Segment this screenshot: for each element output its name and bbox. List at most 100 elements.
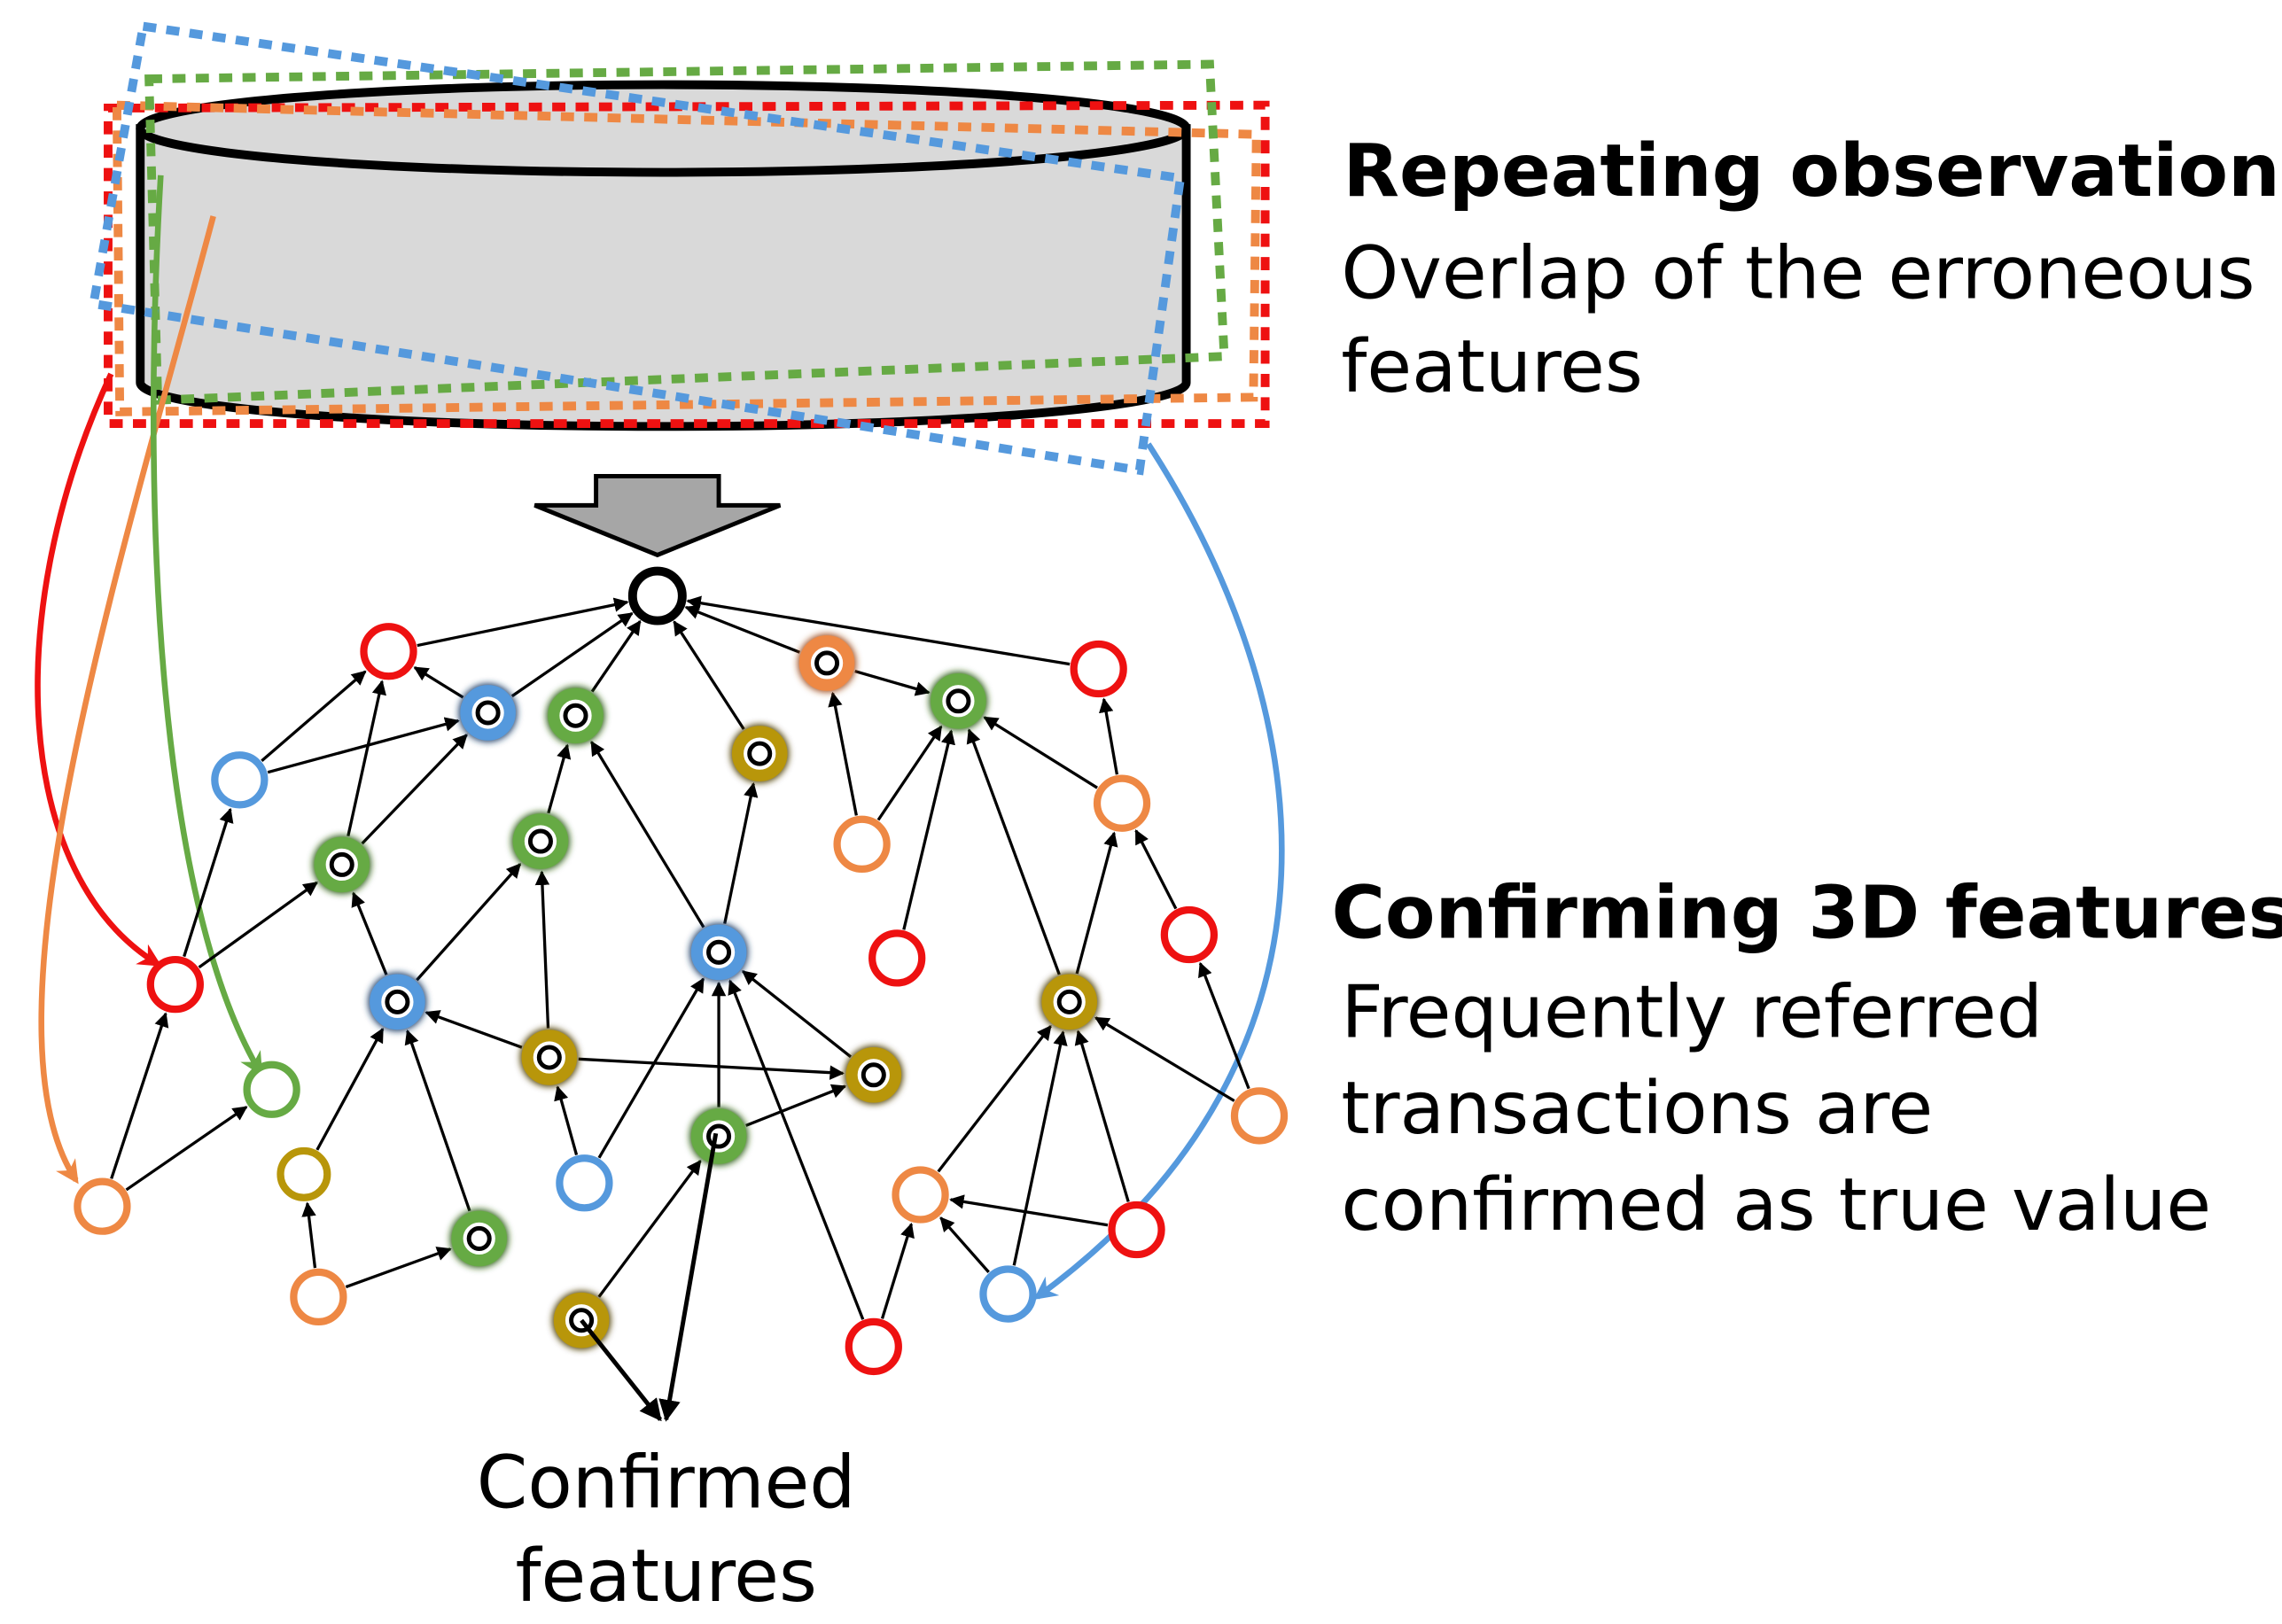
edge-n_orange_top-to-top bbox=[684, 605, 801, 654]
node-core bbox=[747, 741, 773, 766]
edge-n_red_r2-to-n_orange_r bbox=[1134, 829, 1178, 910]
edge-n_blue_mid-to-n_green1 bbox=[590, 740, 705, 929]
node-n_olive_bottom bbox=[552, 1291, 611, 1350]
node-ring bbox=[360, 623, 417, 680]
node-core bbox=[475, 700, 501, 726]
edge-n_orange_bl-to-n_green6 bbox=[345, 1247, 452, 1289]
node-core bbox=[527, 828, 553, 854]
edge-n_blue_br-to-n_orange_r2 bbox=[939, 1216, 990, 1273]
edge-n_blue_left-to-n_red1 bbox=[261, 670, 367, 763]
node-n_olive2 bbox=[519, 1028, 579, 1087]
edge-n_orange_r-to-n_green2 bbox=[983, 716, 1098, 789]
node-n_green_left bbox=[243, 1061, 300, 1118]
edge-n_blue1-to-top bbox=[510, 611, 634, 698]
node-core bbox=[536, 1045, 562, 1070]
node-n_blue_left2 bbox=[368, 972, 427, 1031]
edge-n_olive_r-to-n_orange_r bbox=[1075, 831, 1118, 975]
node-n_orange_r2 bbox=[892, 1166, 949, 1224]
node-ring bbox=[243, 1061, 300, 1118]
node-n_olive_small bbox=[276, 1146, 331, 1201]
edge-n_olive1-to-top bbox=[673, 620, 745, 730]
edge-n_orange_far_r-to-n_olive_r bbox=[1094, 1016, 1235, 1102]
node-ring bbox=[74, 1177, 131, 1235]
node-ring bbox=[1070, 640, 1127, 698]
node-n_orange_r bbox=[1093, 774, 1151, 832]
repeating-line-1: Overlap of the erroneous bbox=[1341, 230, 2255, 315]
edge-n_blue_small-to-n_olive2 bbox=[554, 1085, 579, 1155]
edge-n_olive_small-to-n_blue_left2 bbox=[315, 1027, 385, 1151]
node-n_red_r2 bbox=[1160, 905, 1219, 964]
cylinder bbox=[136, 80, 1191, 431]
edge-n_red_right-to-top bbox=[686, 595, 1071, 666]
edge-n_orange_mid-to-n_green2 bbox=[876, 725, 943, 821]
node-n_red1 bbox=[360, 623, 417, 680]
edge-n_green3-to-n_red1 bbox=[347, 680, 386, 837]
graph-nodes bbox=[74, 566, 1289, 1376]
edge-n_olive3-to-n_blue_mid bbox=[741, 970, 852, 1059]
confirming-line-1: Frequently referred bbox=[1341, 969, 2043, 1054]
node-ring bbox=[892, 1166, 949, 1224]
edge-n_blue_left2-to-n_green3 bbox=[351, 891, 388, 975]
node-n_blue_left bbox=[211, 751, 269, 809]
node-core bbox=[814, 650, 840, 676]
node-ring bbox=[979, 1265, 1037, 1323]
node-core bbox=[861, 1062, 886, 1088]
node-n_blue_br bbox=[979, 1265, 1037, 1323]
node-n_red_mid bbox=[868, 929, 926, 987]
node-n_blue1 bbox=[458, 683, 518, 742]
confirming-line-3: confirmed as true value bbox=[1341, 1162, 2211, 1247]
edge-n_orange_left-to-n_green_left bbox=[125, 1106, 248, 1192]
node-ring bbox=[146, 955, 204, 1014]
node-ring bbox=[556, 1154, 613, 1212]
edge-n_green3-to-n_blue1 bbox=[361, 734, 468, 845]
node-ring bbox=[1230, 1087, 1289, 1145]
node-ring bbox=[1108, 1201, 1165, 1259]
edge-n_orange_bl-to-n_olive_small bbox=[301, 1201, 317, 1269]
orange-link-arrow bbox=[38, 215, 216, 1185]
edge-n_orange_far_r-to-n_red_r2 bbox=[1198, 961, 1250, 1090]
node-n_blue_small bbox=[556, 1154, 613, 1212]
node-n_red_left bbox=[146, 955, 204, 1014]
edge-n_blue_small-to-n_blue_mid bbox=[597, 977, 705, 1159]
node-core bbox=[946, 688, 971, 714]
confirmed-arrows bbox=[580, 1132, 719, 1422]
blue-link-arrow bbox=[1033, 442, 1285, 1300]
cylinder-top bbox=[136, 80, 1191, 177]
node-n_green3 bbox=[312, 835, 371, 894]
edge-n_red1-to-top bbox=[417, 597, 629, 648]
node-ring bbox=[1160, 905, 1219, 964]
node-ring bbox=[1093, 774, 1151, 832]
node-ring bbox=[833, 815, 891, 873]
edge-n_olive_bottom-to-n_green5 bbox=[597, 1159, 702, 1298]
node-n_green6 bbox=[449, 1208, 509, 1268]
node-n_olive_r bbox=[1040, 972, 1099, 1031]
observation-links bbox=[35, 175, 1285, 1300]
edge-n_green1-to-top bbox=[590, 619, 642, 693]
node-top bbox=[627, 566, 687, 626]
node-n_olive1 bbox=[730, 724, 790, 783]
edge-n_olive2-to-n_blue_left2 bbox=[424, 1010, 523, 1049]
edge-n_orange_top-to-n_green2 bbox=[854, 669, 931, 696]
node-ring bbox=[290, 1268, 347, 1326]
edge-n_olive2-to-n_olive3 bbox=[578, 1057, 845, 1080]
node-core bbox=[329, 851, 354, 877]
node-n_orange_bl bbox=[290, 1268, 347, 1326]
node-ring bbox=[276, 1146, 331, 1201]
edge-n_green4-to-n_green1 bbox=[547, 743, 572, 814]
node-core bbox=[385, 989, 410, 1014]
blue-observation-outline bbox=[88, 21, 1186, 476]
edge-n_orange_r2-to-n_olive_r bbox=[937, 1024, 1052, 1173]
node-core bbox=[563, 703, 588, 728]
node-n_green2 bbox=[929, 672, 988, 731]
node-core bbox=[1056, 989, 1082, 1014]
node-n_red_bottom bbox=[845, 1317, 902, 1376]
edge-n_olive2-to-n_green4 bbox=[534, 870, 550, 1029]
edge-n_blue_mid-to-n_olive1 bbox=[723, 781, 759, 924]
edge-n_red_left-to-n_green3 bbox=[198, 881, 318, 969]
red-observation-outline bbox=[104, 100, 1270, 429]
caption-line-1: Confirmed bbox=[477, 1440, 856, 1525]
red-link-arrow bbox=[35, 372, 162, 967]
node-n_red_r3 bbox=[1108, 1201, 1165, 1259]
